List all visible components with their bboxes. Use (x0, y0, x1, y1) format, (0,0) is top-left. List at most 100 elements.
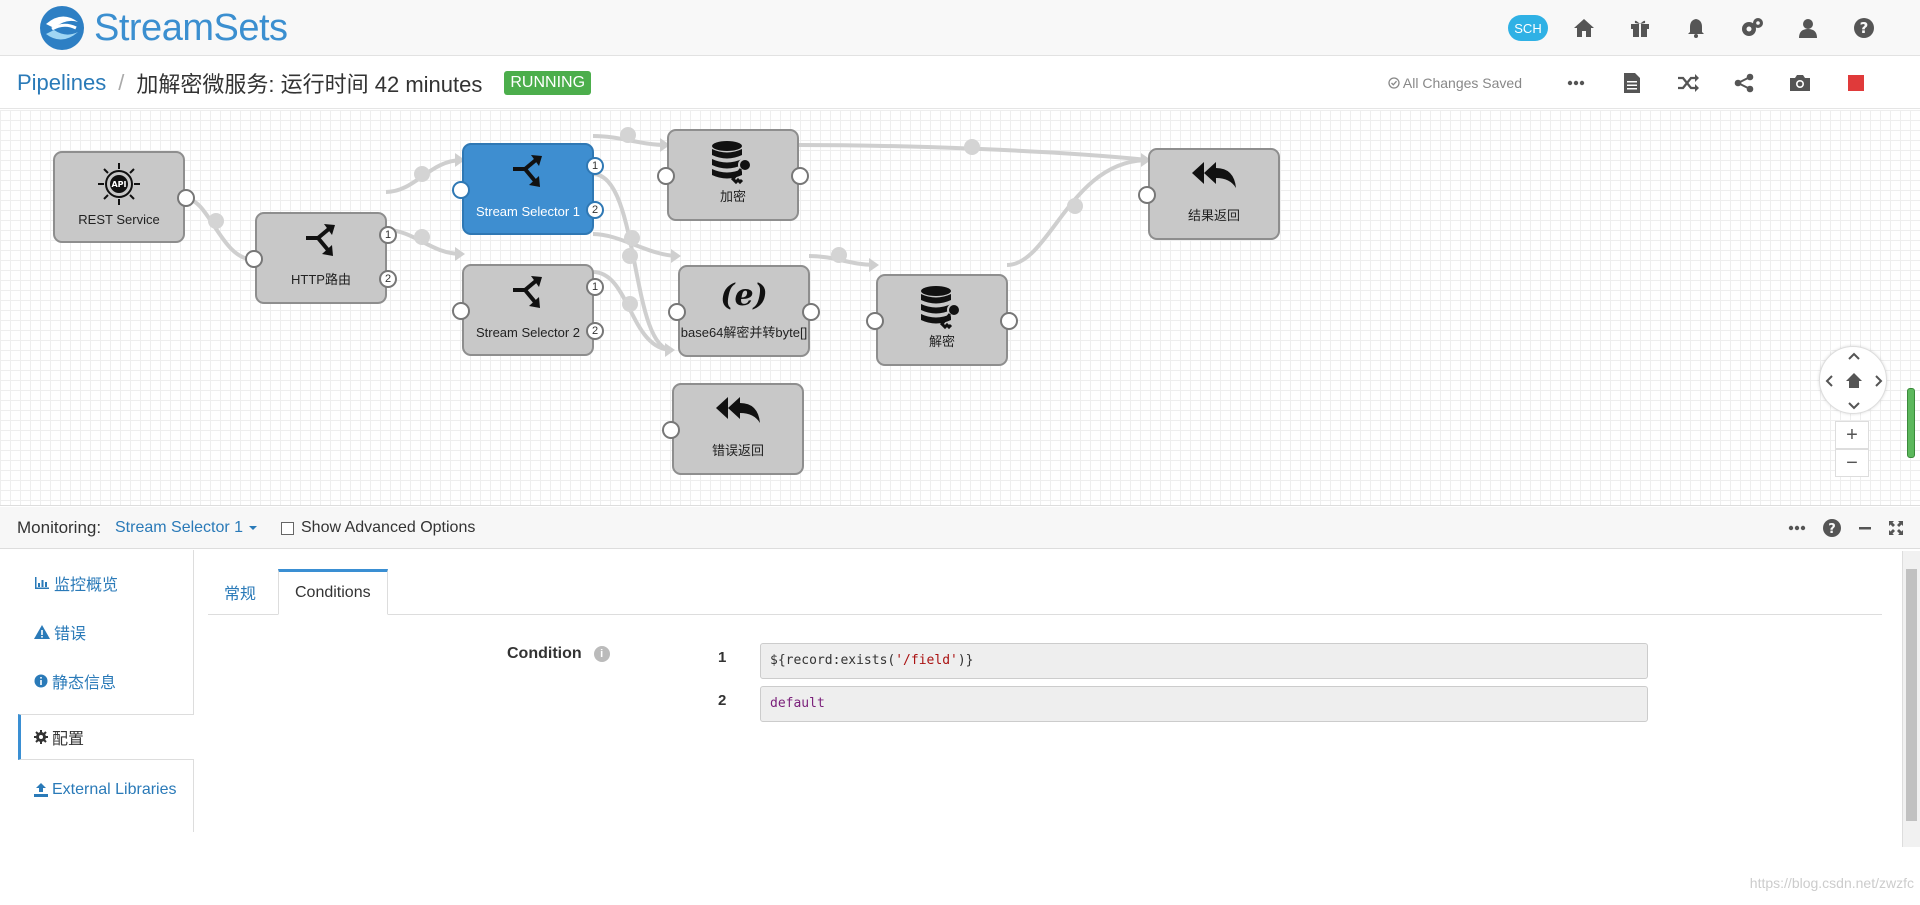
input-port[interactable] (452, 181, 470, 199)
sidebar-item-label: 静态信息 (52, 675, 117, 692)
svg-text:?: ? (1828, 522, 1836, 537)
stage-decrypt[interactable]: 解密 (866, 274, 1018, 366)
advanced-options-checkbox[interactable] (281, 521, 294, 535)
bell-icon[interactable] (1668, 0, 1724, 56)
bottom-area (0, 847, 1920, 905)
minimize-icon[interactable] (1858, 521, 1872, 535)
stage-label: 加密 (719, 189, 746, 204)
canvas-scroll-indicator[interactable] (1907, 388, 1915, 458)
sidebar-item-label: 监控概览 (54, 577, 119, 594)
stage-label: Stream Selector 1 (475, 204, 581, 219)
info-icon (34, 674, 48, 688)
streamsets-logo[interactable]: StreamSets (36, 2, 288, 54)
input-port[interactable] (657, 167, 675, 185)
camera-icon[interactable] (1772, 57, 1828, 109)
reply-all-icon (1192, 162, 1236, 188)
caret-down-icon (248, 526, 257, 530)
sidebar-item-label: 配置 (52, 731, 85, 748)
condition-info-icon[interactable]: i (593, 646, 610, 662)
document-icon[interactable] (1604, 57, 1660, 109)
output-port-2[interactable]: 2 (586, 322, 604, 340)
output-port[interactable] (802, 303, 820, 321)
output-port[interactable] (1000, 312, 1018, 330)
advanced-options-toggle[interactable]: Show Advanced Options (281, 519, 475, 537)
zoom-in-button[interactable]: + (1835, 421, 1869, 449)
output-port-1[interactable]: 1 (586, 278, 604, 296)
output-port-1[interactable]: 1 (379, 226, 397, 244)
more-options-icon[interactable] (1548, 57, 1604, 109)
input-port[interactable] (662, 421, 680, 439)
stage-rest-service[interactable]: API REST Service (53, 151, 195, 243)
upload-icon (34, 783, 48, 797)
stage-http-router[interactable]: HTTP路由 1 2 (245, 212, 397, 304)
panel-scrollbar[interactable] (1902, 551, 1920, 847)
output-port[interactable] (177, 189, 195, 207)
stage-dropdown[interactable]: Stream Selector 1 (115, 519, 258, 537)
breadcrumb-separator: / (118, 70, 125, 95)
api-gear-icon: API (98, 163, 140, 205)
stop-pipeline-button[interactable] (1828, 57, 1884, 109)
help-icon[interactable]: ? (1836, 0, 1892, 56)
stage-label: 解密 (928, 334, 955, 349)
sidebar-item-static-info[interactable]: 静态信息 (18, 658, 194, 704)
output-port-2[interactable]: 2 (379, 270, 397, 288)
share-icon[interactable] (1716, 57, 1772, 109)
output-port[interactable] (791, 167, 809, 185)
sidebar-item-configuration[interactable]: 配置 (18, 714, 194, 760)
gift-icon[interactable] (1612, 0, 1668, 56)
pipeline-canvas[interactable]: API REST Service HTTP路由 1 2 Stream Selec… (0, 110, 1920, 506)
database-key-icon (921, 286, 961, 330)
stage-stream-selector-2[interactable]: Stream Selector 2 1 2 (452, 264, 604, 356)
input-port[interactable] (1138, 186, 1156, 204)
stage-label: HTTP路由 (291, 272, 351, 287)
gear-icon (34, 730, 48, 744)
svg-text:?: ? (1860, 19, 1869, 37)
scrollbar-thumb[interactable] (1906, 569, 1917, 821)
stage-base64-decode[interactable]: (e) base64解密并转byte[] (668, 265, 820, 357)
warning-icon (34, 625, 50, 639)
settings-gears-icon[interactable] (1724, 0, 1780, 56)
pipeline-title: 加解密微服务: 运行时间 42 minutes (136, 72, 483, 97)
tab-general[interactable]: 常规 (224, 586, 257, 603)
stop-icon (1848, 75, 1864, 91)
expand-icon[interactable] (1888, 520, 1904, 536)
expression-default: default (770, 696, 825, 711)
expression-string: '/field' (895, 653, 958, 668)
output-port-1[interactable]: 1 (586, 157, 604, 175)
output-port-2[interactable]: 2 (586, 201, 604, 219)
condition-input-1[interactable]: ${record:exists('/field')} (760, 643, 1648, 679)
save-status-text: All Changes Saved (1402, 75, 1522, 91)
stage-encrypt[interactable]: 加密 (657, 129, 809, 221)
sidebar-item-external-libraries[interactable]: External Libraries (18, 767, 194, 813)
condition-input-2[interactable]: default (760, 686, 1648, 722)
pan-control[interactable] (1819, 346, 1887, 414)
stream-selector-icon (513, 276, 542, 308)
zoom-out-button[interactable]: − (1835, 449, 1869, 477)
stage-dropdown-value: Stream Selector 1 (115, 519, 244, 536)
input-port[interactable] (668, 303, 686, 321)
stage-label: Stream Selector 2 (475, 325, 581, 340)
input-port[interactable] (452, 302, 470, 320)
configuration-panel: 常规 Conditions Condition i 1 ${record:exi… (208, 565, 1882, 895)
svg-text:(e): (e) (720, 278, 767, 313)
input-port[interactable] (866, 312, 884, 330)
tab-conditions[interactable]: Conditions (278, 569, 388, 615)
sidebar-item-monitoring-summary[interactable]: 监控概览 (18, 560, 194, 606)
stage-result-response[interactable]: 结果返回 (1138, 148, 1280, 240)
stage-stream-selector-1[interactable]: Stream Selector 1 1 2 (452, 143, 604, 235)
help-icon[interactable]: ? (1822, 518, 1842, 538)
more-options-icon[interactable] (1788, 525, 1806, 531)
home-icon[interactable] (1556, 0, 1612, 56)
svg-text:API: API (111, 180, 126, 189)
pan-left-icon (1825, 375, 1833, 387)
status-badge: RUNNING (504, 71, 592, 95)
stage-error-response[interactable]: 错误返回 (662, 383, 804, 475)
sch-cloud-icon[interactable]: SCH (1500, 0, 1556, 56)
expression-suffix: )} (957, 653, 974, 668)
input-port[interactable] (245, 250, 263, 268)
config-tabs: 常规 Conditions (208, 565, 1882, 615)
shuffle-icon[interactable] (1660, 57, 1716, 109)
sidebar-item-errors[interactable]: 错误 (18, 609, 194, 655)
user-icon[interactable] (1780, 0, 1836, 56)
pipelines-link[interactable]: Pipelines (17, 70, 107, 95)
